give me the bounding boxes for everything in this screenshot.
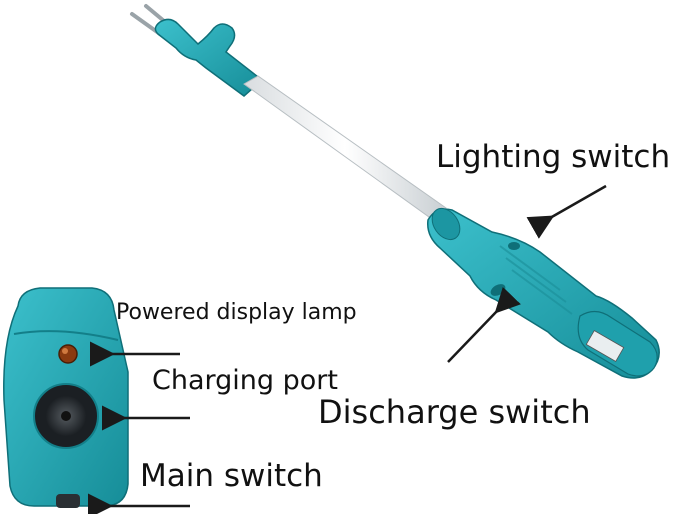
handle-ribs (499, 245, 573, 315)
switch-closeup (3, 287, 129, 508)
closeup-seam (13, 330, 119, 341)
main-switch (56, 494, 80, 508)
charging-port-pin (61, 411, 71, 421)
arrow-discharge (447, 286, 521, 363)
callout-arrows (88, 184, 607, 514)
discharge-switch-label: Discharge switch (318, 393, 591, 431)
handle-collar (431, 207, 461, 241)
powered-lamp (58, 344, 78, 364)
charging-port-label: Charging port (152, 365, 338, 396)
powered-lamp-glint (62, 348, 68, 354)
powered-display-lamp-label: Powered display lamp (116, 300, 357, 325)
lighting-switch-button (508, 242, 520, 250)
arrow-lighting (526, 184, 607, 239)
lighting-switch-label: Lighting switch (436, 139, 671, 175)
main-switch-label: Main switch (140, 458, 323, 494)
label-sticker (585, 330, 625, 362)
cattle-prod (130, 4, 660, 379)
white-shaft (243, 75, 447, 223)
fork-head (154, 18, 264, 97)
